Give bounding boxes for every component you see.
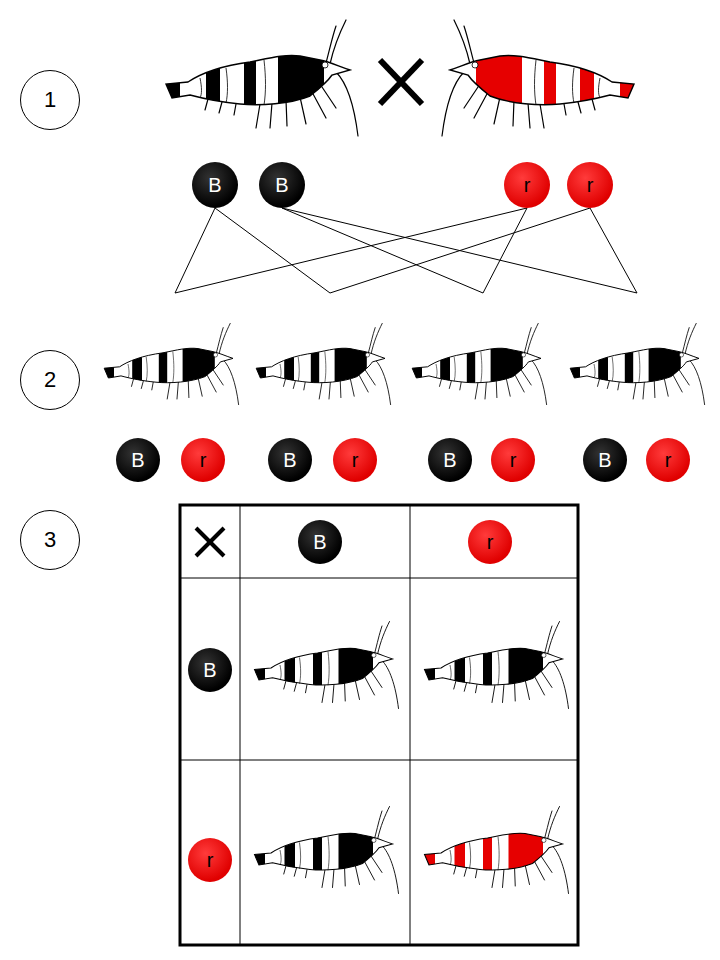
circle-label: 2 (44, 369, 56, 391)
black-shrimp (566, 322, 705, 406)
circle-label: r (524, 175, 531, 195)
step-number: 1 (20, 70, 80, 130)
allele-circle: r (567, 162, 613, 208)
circle-label: r (207, 850, 214, 870)
circle-label: B (598, 450, 611, 470)
red-shrimp (420, 805, 569, 895)
circle-label: B (208, 175, 221, 195)
circle-label: B (203, 660, 216, 680)
circle-label: B (275, 175, 288, 195)
punnett-square (180, 505, 578, 945)
circle-label: r (587, 175, 594, 195)
red-shrimp (442, 18, 640, 138)
allele-circle: r (491, 438, 535, 482)
black-shrimp (252, 322, 391, 406)
allele-circle: r (646, 438, 690, 482)
cross-symbol (196, 528, 224, 556)
black-shrimp (250, 620, 399, 710)
step-number: 2 (20, 350, 80, 410)
allele-circle: B (188, 648, 232, 692)
circle-label: 3 (44, 529, 56, 551)
circle-label: r (665, 450, 672, 470)
black-shrimp (160, 18, 358, 138)
allele-circle: r (333, 438, 377, 482)
circle-label: 1 (44, 89, 56, 111)
black-shrimp (408, 322, 547, 406)
allele-circle: r (504, 162, 550, 208)
circle-label: B (443, 450, 456, 470)
circle-label: B (313, 532, 326, 552)
step-number: 3 (20, 510, 80, 570)
circle-label: r (352, 450, 359, 470)
allele-circle: B (116, 438, 160, 482)
black-shrimp (420, 620, 569, 710)
circle-label: B (283, 450, 296, 470)
allele-circle: B (192, 162, 238, 208)
cross-symbol (380, 60, 422, 104)
black-shrimp (100, 322, 239, 406)
circle-label: B (131, 450, 144, 470)
allele-circle: r (181, 438, 225, 482)
allele-circle: B (428, 438, 472, 482)
circle-label: r (487, 532, 494, 552)
circle-label: r (510, 450, 517, 470)
allele-circle: r (468, 520, 512, 564)
circle-label: r (200, 450, 207, 470)
allele-circle: B (268, 438, 312, 482)
allele-circle: B (259, 162, 305, 208)
allele-circle: B (298, 520, 342, 564)
allele-circle: B (583, 438, 627, 482)
black-shrimp (250, 805, 399, 895)
inheritance-lines (175, 208, 637, 293)
allele-circle: r (188, 838, 232, 882)
